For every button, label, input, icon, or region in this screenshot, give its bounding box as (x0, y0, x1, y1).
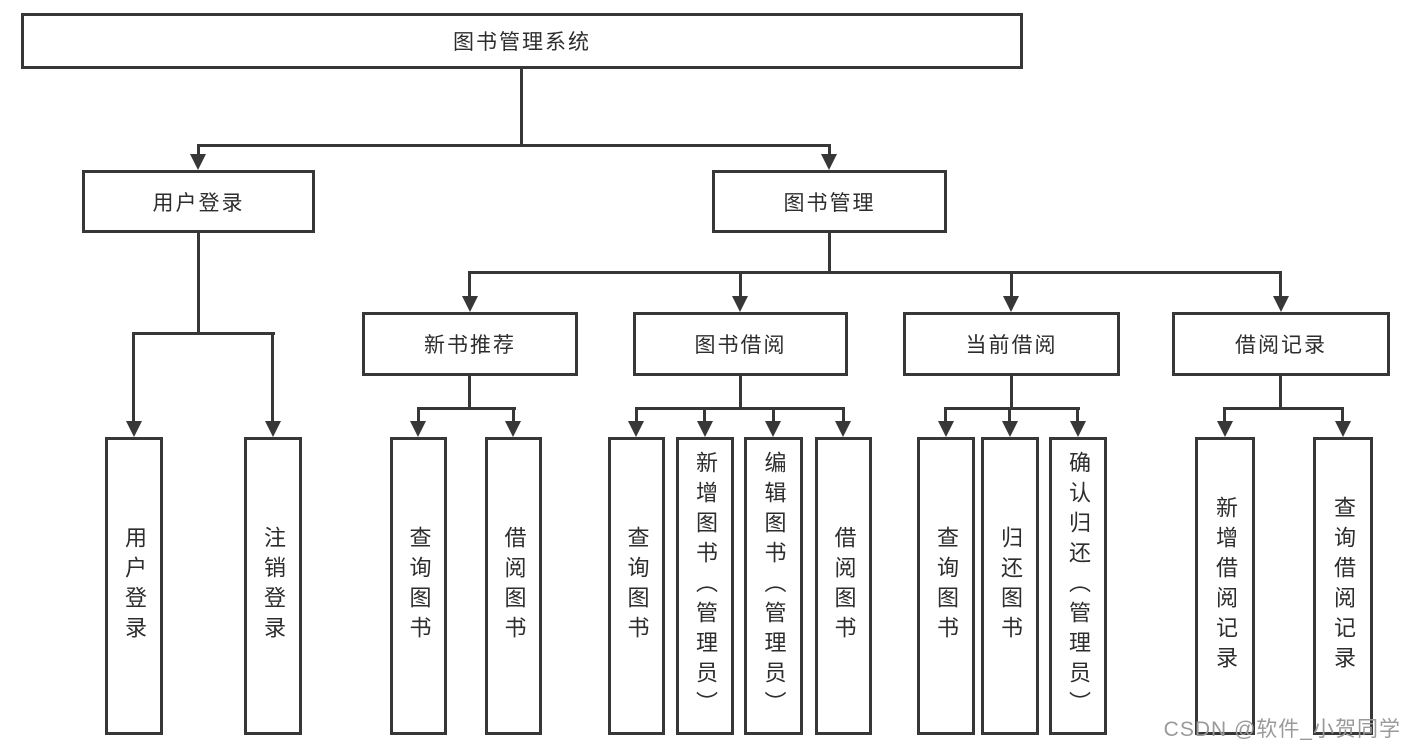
connector-line (520, 69, 523, 147)
connector-line (132, 332, 275, 335)
connector-line (635, 407, 638, 421)
arrowhead-down (697, 421, 713, 437)
node-library-management-system: 图书管理系统 (21, 13, 1023, 69)
node-book-borrowing: 图书借阅 (633, 312, 848, 376)
leaf-label: 用户登录 (122, 526, 147, 646)
connector-line (944, 407, 1080, 410)
connector-line (197, 144, 831, 147)
node-borrowing-records: 借阅记录 (1172, 312, 1390, 376)
connector-line (1279, 271, 1282, 296)
leaf-cb-return-books: 归还图书 (981, 437, 1039, 735)
connector-line (197, 233, 200, 335)
node-book-management: 图书管理 (712, 170, 947, 233)
leaf-br-query-record: 查询借阅记录 (1313, 437, 1373, 735)
connector-line (512, 407, 515, 421)
leaf-label: 新增图书（管理员） (693, 451, 718, 721)
leaf-label: 借阅图书 (831, 526, 857, 646)
connector-line (468, 271, 1282, 274)
connector-line (271, 332, 274, 421)
connector-line (944, 407, 947, 421)
leaf-label: 查询借阅记录 (1331, 496, 1356, 676)
arrowhead-down (1002, 421, 1018, 437)
arrowhead-down (190, 154, 206, 170)
leaf-label: 编辑图书（管理员） (761, 451, 787, 721)
connector-line (828, 144, 831, 156)
connector-line (1076, 407, 1079, 421)
arrowhead-down (265, 421, 281, 437)
csdn-watermark: CSDN @软件_小贺同学 (1163, 718, 1401, 741)
connector-line (1341, 407, 1344, 421)
connector-line (468, 376, 471, 409)
connector-line (703, 407, 706, 421)
connector-line (828, 233, 831, 273)
leaf-logout: 注销登录 (244, 437, 302, 735)
arrowhead-down (765, 421, 781, 437)
arrowhead-down (126, 421, 142, 437)
arrowhead-down (938, 421, 954, 437)
connector-line (1223, 407, 1226, 421)
arrowhead-down (410, 421, 426, 437)
arrowhead-down (835, 421, 851, 437)
connector-line (197, 144, 200, 156)
node-current-borrowing: 当前借阅 (903, 312, 1120, 376)
connector-line (1010, 271, 1013, 296)
arrowhead-down (1273, 296, 1289, 312)
leaf-label: 归还图书 (998, 526, 1023, 646)
leaf-label: 查询图书 (624, 526, 650, 646)
arrowhead-down (1217, 421, 1233, 437)
arrowhead-down (1003, 296, 1019, 312)
leaf-cb-query-books: 查询图书 (917, 437, 975, 735)
node-new-book-recommendation: 新书推荐 (362, 312, 578, 376)
connector-line (1223, 407, 1344, 410)
leaf-br-add-record: 新增借阅记录 (1195, 437, 1255, 735)
leaf-user-login: 用户登录 (105, 437, 163, 735)
connector-line (417, 407, 516, 410)
connector-line (772, 407, 775, 421)
leaf-label: 注销登录 (261, 526, 286, 646)
leaf-label: 新增借阅记录 (1213, 496, 1238, 676)
leaf-nb-query-books: 查询图书 (390, 437, 447, 735)
leaf-bb-add-books-admin: 新增图书（管理员） (676, 437, 734, 735)
leaf-label: 查询图书 (934, 526, 959, 646)
arrowhead-down (628, 421, 644, 437)
connector-line (468, 271, 471, 296)
leaf-cb-confirm-return-admin: 确认归还（管理员） (1049, 437, 1107, 735)
connector-line (739, 376, 742, 409)
leaf-label: 查询图书 (406, 526, 432, 646)
arrowhead-down (821, 154, 837, 170)
connector-line (739, 271, 742, 296)
leaf-label: 确认归还（管理员） (1066, 451, 1091, 721)
leaf-bb-query-books: 查询图书 (608, 437, 665, 735)
leaf-bb-edit-books-admin: 编辑图书（管理员） (744, 437, 803, 735)
connector-line (635, 407, 845, 410)
leaf-nb-borrow-books: 借阅图书 (485, 437, 542, 735)
arrowhead-down (1070, 421, 1086, 437)
connector-line (417, 407, 420, 421)
arrowhead-down (732, 296, 748, 312)
leaf-bb-borrow-books: 借阅图书 (815, 437, 872, 735)
connector-line (842, 407, 845, 421)
connector-line (1279, 376, 1282, 409)
arrowhead-down (462, 296, 478, 312)
node-user-login: 用户登录 (82, 170, 315, 233)
connector-line (1010, 376, 1013, 409)
connector-line (132, 332, 135, 421)
leaf-label: 借阅图书 (501, 526, 527, 646)
arrowhead-down (1335, 421, 1351, 437)
arrowhead-down (505, 421, 521, 437)
connector-line (1008, 407, 1011, 421)
